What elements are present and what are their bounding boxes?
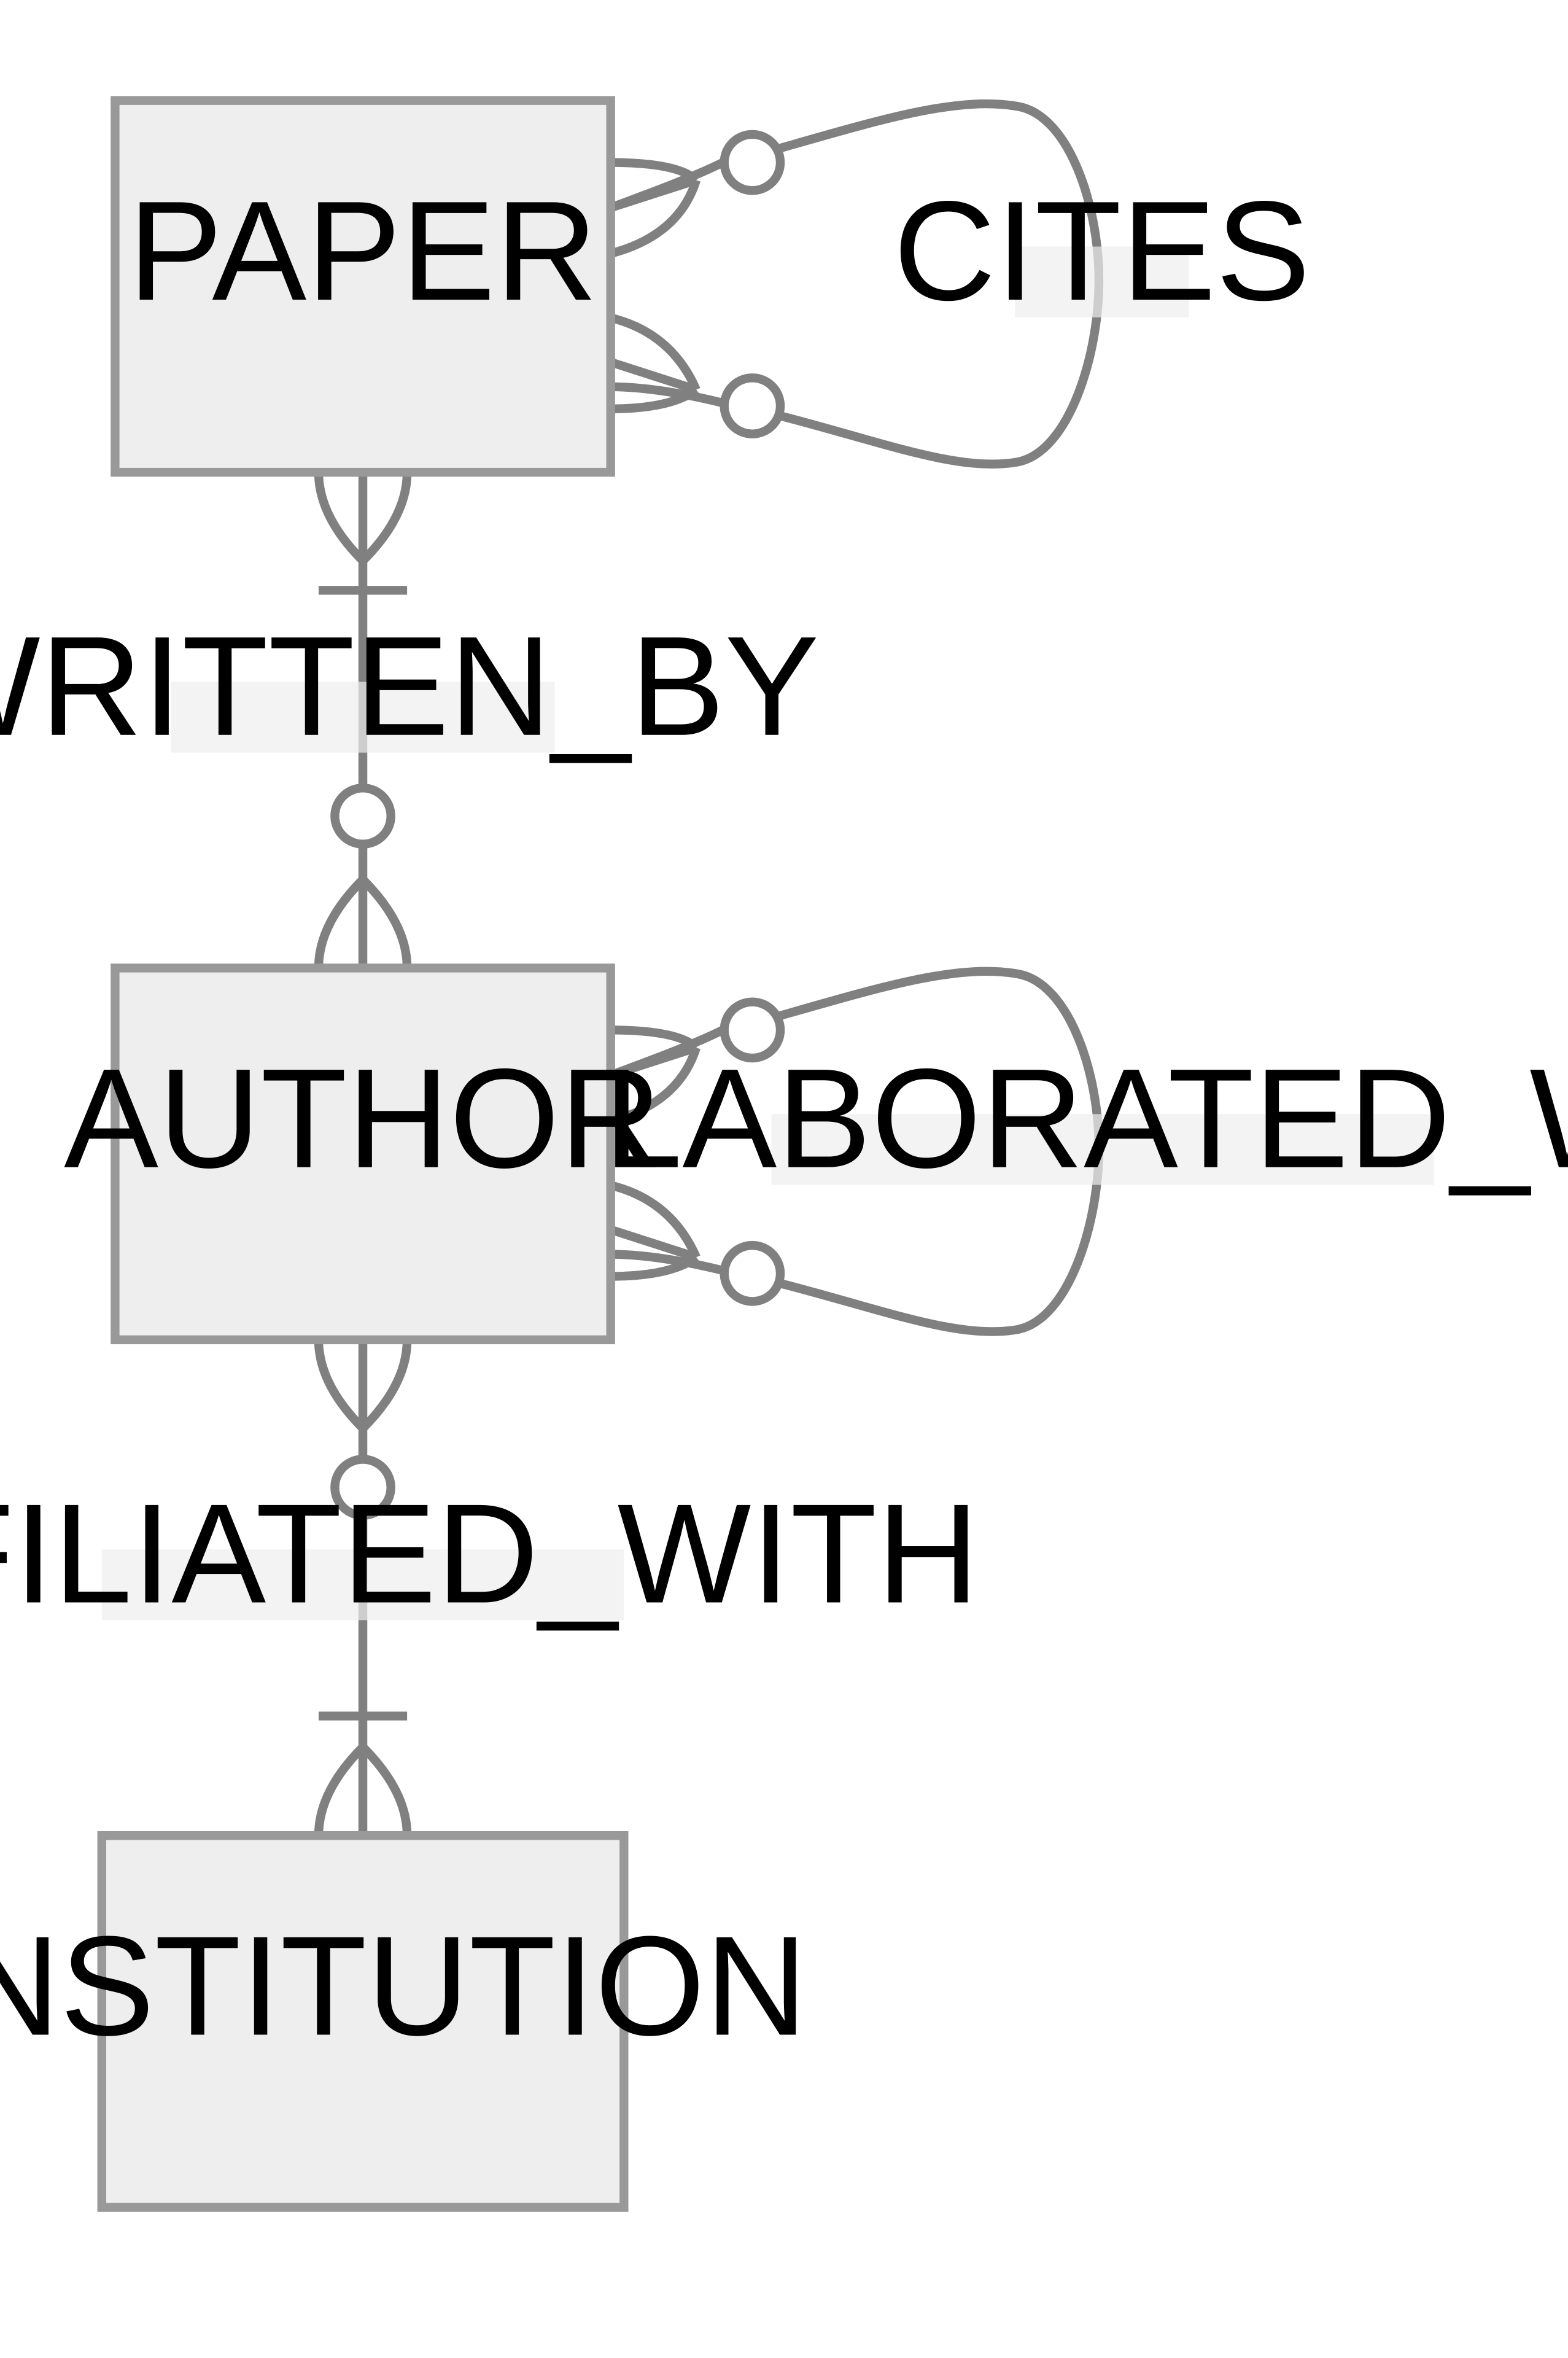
entity-paper-box[interactable] — [111, 96, 615, 477]
written-by-crowfoot-paper — [314, 472, 412, 564]
collaborated-with-circle-top — [720, 997, 785, 1063]
affiliated-with-crowfoot-institution — [314, 1743, 412, 1836]
entity-author[interactable]: AUTHOR — [64, 963, 662, 1345]
affiliated-with-label-bg — [101, 1549, 624, 1621]
affiliated-with-crowfoot-author — [314, 1339, 412, 1432]
entity-author-box[interactable] — [111, 963, 615, 1345]
written-by-relationship: WRITTEN_BY — [0, 472, 819, 968]
cites-label-bg — [1015, 246, 1189, 317]
entity-institution[interactable]: INSTITUTION — [0, 1831, 807, 2212]
cites-circle-bottom — [720, 373, 785, 438]
written-by-circle-author — [330, 784, 395, 849]
written-by-label: WRITTEN_BY — [0, 607, 819, 765]
cites-crowfoot-bottom — [608, 313, 701, 414]
affiliated-with-circle-author — [330, 1455, 395, 1520]
affiliated-with-label: AFFILIATED_WITH — [0, 1474, 979, 1633]
entity-author-label: AUTHOR — [64, 1039, 662, 1197]
entity-paper[interactable]: PAPER — [111, 96, 615, 477]
cites-relationship: CITES — [607, 99, 1310, 469]
collaborated-with-circle-bottom — [720, 1240, 785, 1306]
entity-institution-box[interactable] — [97, 1831, 629, 2212]
written-by-label-bg — [171, 682, 555, 753]
collaborated-with-label-bg — [771, 1114, 1434, 1185]
written-by-crowfoot-author — [314, 876, 412, 968]
collaborated-with-crowfoot-top — [608, 1025, 701, 1126]
entity-paper-label: PAPER — [128, 171, 598, 330]
cites-circle-top — [720, 130, 785, 195]
collaborated-with-crowfoot-bottom — [608, 1180, 701, 1281]
entity-institution-label: INSTITUTION — [0, 1907, 807, 2065]
cites-crowfoot-top — [608, 158, 701, 259]
cites-label: CITES — [893, 171, 1310, 330]
affiliated-with-relationship: AFFILIATED_WITH — [0, 1339, 979, 1836]
